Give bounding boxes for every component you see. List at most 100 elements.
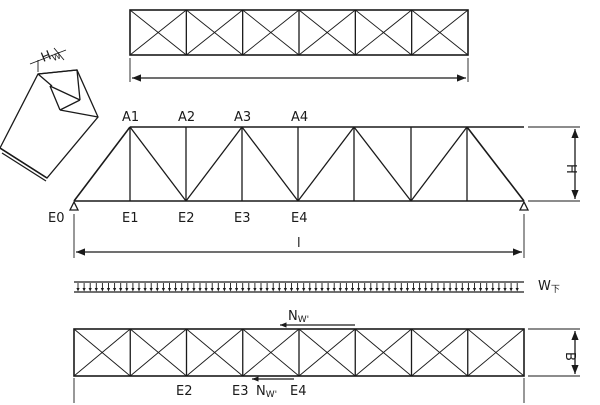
bottom-plan-brace <box>129 328 187 377</box>
load-arrow-head <box>405 288 409 292</box>
load-arrow-head <box>442 288 446 292</box>
load-arrow-head <box>350 288 355 292</box>
node-label-a4: A4 <box>291 110 308 125</box>
node-label-a1: A1 <box>122 110 139 125</box>
bottom-plan-brace <box>298 328 356 377</box>
load-arrow-head <box>314 288 318 292</box>
span-label: l <box>297 236 301 251</box>
load-arrow-head <box>106 288 111 292</box>
load-arrow-head <box>131 288 135 292</box>
load-arrow-head <box>186 288 190 292</box>
load-arrow-head <box>357 288 361 292</box>
bottom-chord-bracing-plan: NW' B E2 E3 NW' E4 <box>73 309 580 403</box>
load-arrow-head <box>326 288 330 292</box>
load-arrow-head <box>174 288 178 292</box>
load-arrow-head <box>259 288 263 292</box>
load-arrow-head <box>113 288 117 292</box>
load-arrow-head <box>198 288 202 292</box>
bottom-plan-brace <box>354 328 412 377</box>
load-arrow-head <box>296 288 300 292</box>
load-arrow-head <box>363 288 367 292</box>
load-arrow-head <box>167 288 172 292</box>
diagonal-member <box>185 126 243 202</box>
top-chord-bracing-plan <box>129 9 469 82</box>
bottom-plan-brace <box>186 328 244 377</box>
node-label-e1: E1 <box>122 211 139 226</box>
node-label-a3: A3 <box>234 110 251 125</box>
load-arrow-head <box>253 288 257 292</box>
load-arrow-head <box>235 288 239 292</box>
load-arrow-head <box>222 288 226 292</box>
diagonal-member <box>241 126 299 202</box>
web-members <box>73 126 525 202</box>
bottom-plan-brace <box>467 328 525 377</box>
load-arrow-head <box>472 288 477 292</box>
side-section-view: HW <box>0 47 99 182</box>
load-arrow-head <box>88 288 92 292</box>
load-arrow-head <box>503 288 507 292</box>
load-arrow-head <box>424 288 428 292</box>
load-arrow-head <box>283 288 287 292</box>
load-arrow-head <box>369 288 373 292</box>
top-plan-brace <box>298 9 356 56</box>
right-support <box>518 200 530 211</box>
load-arrow-head <box>411 288 416 292</box>
bottom-plan-brace <box>242 328 300 377</box>
load-arrow-head <box>399 288 403 292</box>
load-arrow-head <box>137 288 141 292</box>
top-plan-brace <box>129 9 187 56</box>
load-arrow-head <box>94 288 98 292</box>
truss-elevation: H A1 A2 A3 A4 E0 E1 E2 E3 E4 l <box>48 110 580 258</box>
load-arrow-head <box>418 288 422 292</box>
load-arrow-head <box>125 288 129 292</box>
distributed-load: W下 <box>74 279 560 295</box>
height-label: H <box>563 164 578 174</box>
load-arrow-head <box>216 288 220 292</box>
load-arrow-head <box>265 288 269 292</box>
load-arrow-head <box>344 288 348 292</box>
load-arrow-head <box>448 288 452 292</box>
load-arrow-head <box>497 288 501 292</box>
load-arrow-head <box>375 288 379 292</box>
node-label-e4: E4 <box>291 211 308 226</box>
load-arrow-head <box>76 288 80 292</box>
load-arrow-head <box>436 288 440 292</box>
load-arrow-head <box>308 288 312 292</box>
load-arrow-head <box>430 288 434 292</box>
node-label-e2: E2 <box>178 211 195 226</box>
diagonal-member <box>353 126 412 202</box>
node-label-e3: E3 <box>234 211 251 226</box>
plan-force-label: NW' <box>256 384 277 400</box>
load-arrow-head <box>460 288 464 292</box>
load-arrow-head <box>320 288 324 292</box>
load-arrow-head <box>149 288 153 292</box>
load-arrow-head <box>381 288 385 292</box>
top-plan-brace <box>186 9 243 56</box>
load-arrow-head <box>332 288 336 292</box>
diagonal-member <box>129 126 187 202</box>
load-arrow-head <box>393 288 397 292</box>
load-arrow-head <box>180 288 184 292</box>
plan-label-e4: E4 <box>290 384 307 399</box>
load-arrow-head <box>454 288 458 292</box>
load-arrow-head <box>289 288 294 292</box>
bottom-plan-brace <box>411 328 469 377</box>
force-label-top: NW' <box>288 309 309 325</box>
load-arrow-head <box>338 288 342 292</box>
load-arrow-head <box>485 288 489 292</box>
left-support <box>68 200 80 211</box>
load-arrow-head <box>155 288 159 292</box>
top-plan-brace <box>411 9 469 56</box>
load-arrow-head <box>466 288 470 292</box>
load-arrow-head <box>119 288 123 292</box>
load-arrow-head <box>204 288 208 292</box>
node-label-e0: E0 <box>48 211 65 226</box>
load-arrow-head <box>515 288 519 292</box>
load-arrow-head <box>228 288 233 292</box>
load-label: W下 <box>538 279 560 295</box>
load-arrow-head <box>210 288 214 292</box>
load-arrow-head <box>302 288 306 292</box>
load-arrow-head <box>241 288 245 292</box>
load-arrow-head <box>491 288 495 292</box>
diagonal-member <box>410 126 468 202</box>
